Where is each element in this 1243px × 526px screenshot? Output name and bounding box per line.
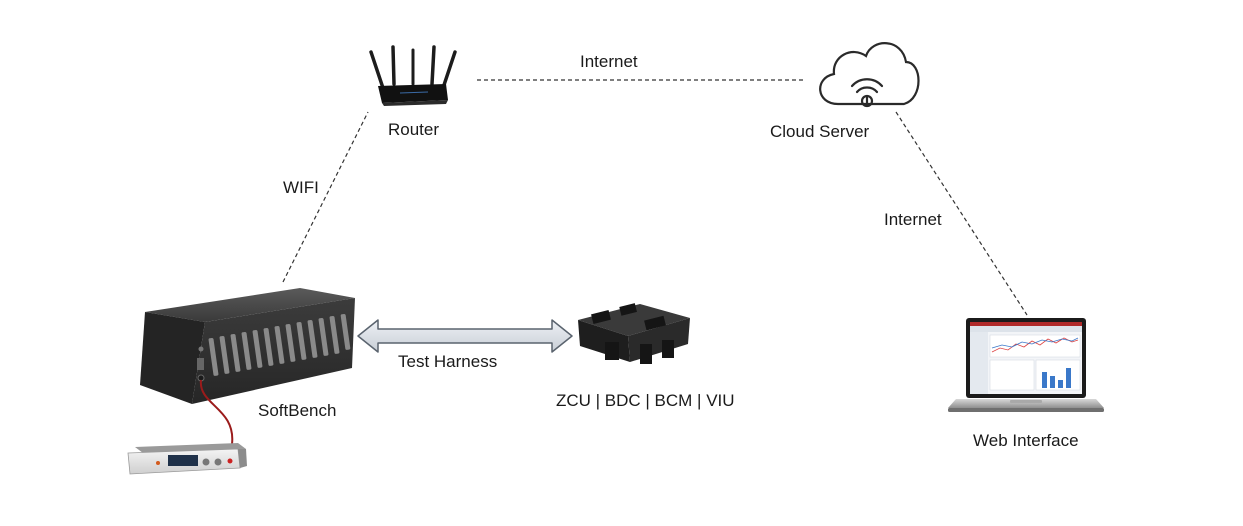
cloud-icon (819, 42, 920, 108)
router-icon (369, 45, 457, 106)
ecu-module-icon (578, 303, 690, 364)
test-harness-label: Test Harness (398, 352, 498, 371)
cloud-server-label: Cloud Server (770, 122, 870, 141)
wifi-link-label: WIFI (283, 178, 319, 197)
router-label: Router (388, 120, 440, 139)
power-supply-icon (127, 443, 247, 475)
power-cable (199, 379, 234, 445)
ecu-label: ZCU | BDC | BCM | VIU (556, 391, 735, 410)
softbench-label: SoftBench (258, 401, 337, 420)
cloud-laptop-link (895, 111, 1028, 316)
cloud-laptop-link-label: Internet (884, 210, 942, 229)
softbench-unit-icon (140, 288, 355, 404)
web-interface-label: Web Interface (973, 431, 1079, 450)
test-harness-arrow (357, 319, 573, 353)
laptop-icon (948, 318, 1104, 412)
router-cloud-link-label: Internet (580, 52, 638, 71)
softbench-router-link (282, 111, 369, 283)
